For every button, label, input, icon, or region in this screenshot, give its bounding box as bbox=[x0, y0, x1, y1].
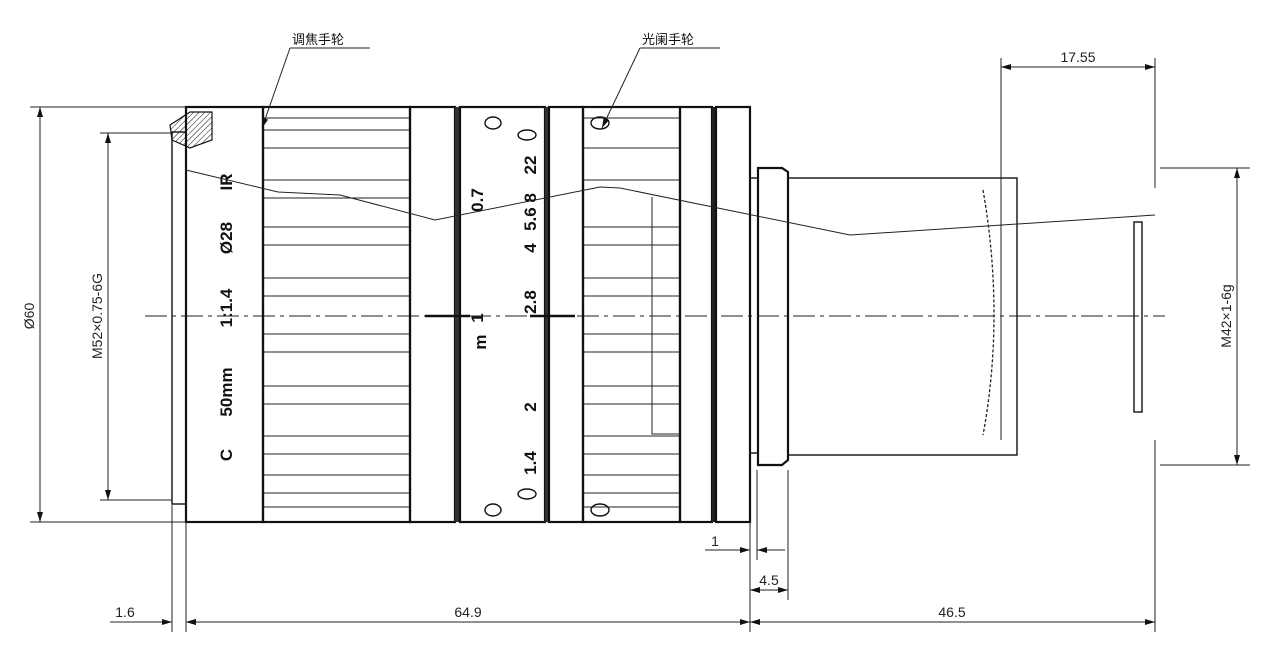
focus-ring-label: 调焦手轮 bbox=[292, 32, 344, 47]
distance-unit: m bbox=[471, 334, 490, 349]
focus-ring bbox=[261, 105, 412, 524]
retaining-ring-section bbox=[169, 111, 213, 149]
aperture-text: 1:1.4 bbox=[217, 288, 236, 327]
dim-front-offset: 1.6 bbox=[115, 604, 135, 620]
dim-flange-thickness: 4.5 bbox=[759, 572, 779, 588]
dim-flange-gap: 1 bbox=[711, 533, 719, 549]
filter-text: Ø28 bbox=[217, 222, 236, 254]
f-stop-mark: 4 bbox=[521, 243, 540, 253]
f-stop-mark: 2 bbox=[521, 402, 540, 411]
lens-body bbox=[169, 105, 1156, 524]
f-stop-mark: 1.4 bbox=[521, 451, 540, 475]
f-stop-mark: 2.8 bbox=[521, 290, 540, 314]
iris-ring-label: 光阑手轮 bbox=[642, 32, 694, 47]
dim-flange-distance: 46.5 bbox=[938, 604, 965, 620]
dim-body-length: 64.9 bbox=[454, 604, 481, 620]
dimension-lines bbox=[30, 58, 1250, 632]
iris-ring-callout: 光阑手轮 bbox=[601, 32, 720, 129]
sensor-plane bbox=[1133, 221, 1143, 413]
rear-barrel bbox=[787, 177, 1018, 456]
dim-filter-thread: M52×0.75-6G bbox=[89, 273, 105, 359]
distance-scale: 0.7 1 m bbox=[468, 188, 490, 349]
c-mount-flange bbox=[756, 166, 790, 467]
f-stop-mark: 5.6 8 bbox=[521, 193, 540, 231]
distance-mark: 1 bbox=[468, 313, 487, 322]
focus-ring-callout: 调焦手轮 bbox=[261, 32, 370, 129]
dim-outer-diameter: Ø60 bbox=[21, 303, 37, 330]
dim-back-focus: 17.55 bbox=[1060, 49, 1095, 65]
iris-ring bbox=[581, 105, 682, 524]
mount-type-text: C bbox=[217, 449, 236, 461]
dimension-values: Ø60 M52×0.75-6G M42×1-6g 1.6 64.9 46.5 1… bbox=[21, 49, 1234, 620]
focal-length-text: 50mm bbox=[217, 367, 236, 416]
f-stop-mark: 22 bbox=[521, 156, 540, 175]
distance-mark: 0.7 bbox=[468, 188, 487, 212]
ir-text: IR bbox=[217, 174, 236, 191]
dim-mount-thread: M42×1-6g bbox=[1218, 284, 1234, 347]
lens-engraving: C 50mm 1:1.4 Ø28 IR bbox=[217, 174, 236, 462]
rear-lens-surface bbox=[982, 189, 995, 436]
light-ray bbox=[185, 169, 1156, 236]
aperture-scale: 22 5.6 8 4 2.8 2 1.4 bbox=[521, 156, 540, 475]
